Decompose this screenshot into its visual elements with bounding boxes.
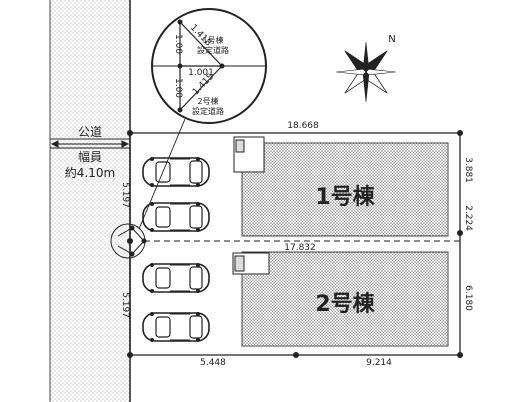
inset-top-label: 1号棟 (202, 35, 223, 45)
dim-right-b1-upper: 3.881 (463, 157, 473, 183)
inset-vert-lower: 1.00 (173, 78, 183, 98)
dim-top-width: 18.668 (287, 121, 319, 131)
inset-detail (151, 8, 267, 124)
dim-left-b2: 5.197 (120, 292, 130, 318)
dim-right-b2: 6.180 (463, 285, 473, 311)
road-width-arrow (50, 140, 130, 148)
road-width-value: 約4.10m (65, 165, 115, 180)
building-2[interactable] (241, 251, 449, 347)
dim-right-b1-lower: 2.224 (463, 205, 473, 231)
inset-center-value: 1.001 (188, 68, 214, 78)
building-1[interactable] (241, 142, 449, 237)
entrance-porch-2 (232, 252, 270, 275)
corner-cut-symbol (110, 223, 147, 259)
dim-middle-width: 17.832 (284, 243, 316, 253)
building-1-label: 1号棟 (315, 184, 375, 210)
inset-bottom-sublabel: 設定道路 (192, 106, 224, 116)
inset-bottom-label: 2号棟 (197, 96, 218, 106)
dim-bottom-right: 9.214 (366, 358, 392, 368)
building-2-label: 2号棟 (315, 291, 375, 317)
inset-leader (138, 118, 186, 230)
inset-top-sublabel: 設定道路 (197, 45, 229, 55)
parking-car-1 (142, 156, 210, 188)
inset-vert-upper: 1.00 (173, 34, 183, 54)
parking-car-4 (142, 311, 210, 343)
boundary-markers (127, 130, 463, 358)
road-strip (50, 0, 130, 402)
dim-bottom-left: 5.448 (200, 358, 226, 368)
parking-car-2 (142, 201, 210, 233)
parking-car-3 (142, 262, 210, 294)
compass-north-label: N (388, 34, 395, 45)
compass-icon (336, 42, 396, 102)
road-width-label: 幅員 (78, 149, 102, 164)
entrance-porch-1 (233, 136, 265, 173)
dim-left-b1: 5.197 (120, 182, 130, 208)
road-label: 公道 (78, 125, 102, 139)
